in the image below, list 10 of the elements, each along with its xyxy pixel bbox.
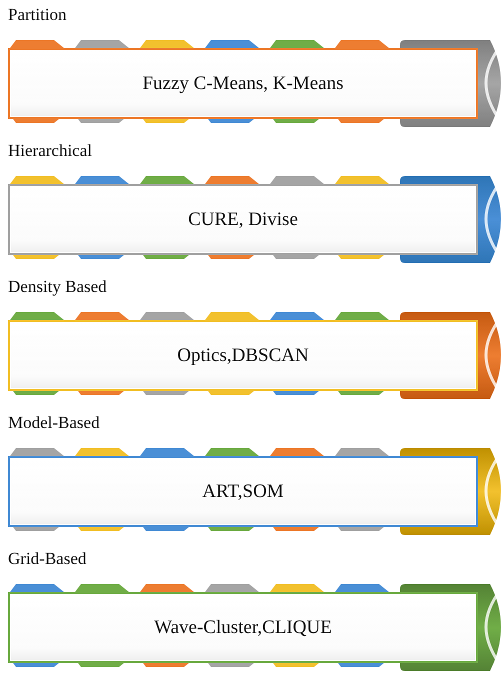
algorithm-list: ART,SOM xyxy=(202,480,284,502)
algorithm-list: Wave-Cluster,CLIQUE xyxy=(154,616,332,638)
algorithm-list: CURE, Divise xyxy=(188,208,298,230)
category-heading: Hierarchical xyxy=(8,141,92,161)
algorithm-list: Fuzzy C-Means, K-Means xyxy=(142,72,344,94)
algorithm-list: Optics,DBSCAN xyxy=(177,344,309,366)
category-heading: Model-Based xyxy=(8,413,100,433)
category-heading: Density Based xyxy=(8,277,107,297)
category-heading: Partition xyxy=(8,5,67,25)
category-heading: Grid-Based xyxy=(8,549,86,569)
